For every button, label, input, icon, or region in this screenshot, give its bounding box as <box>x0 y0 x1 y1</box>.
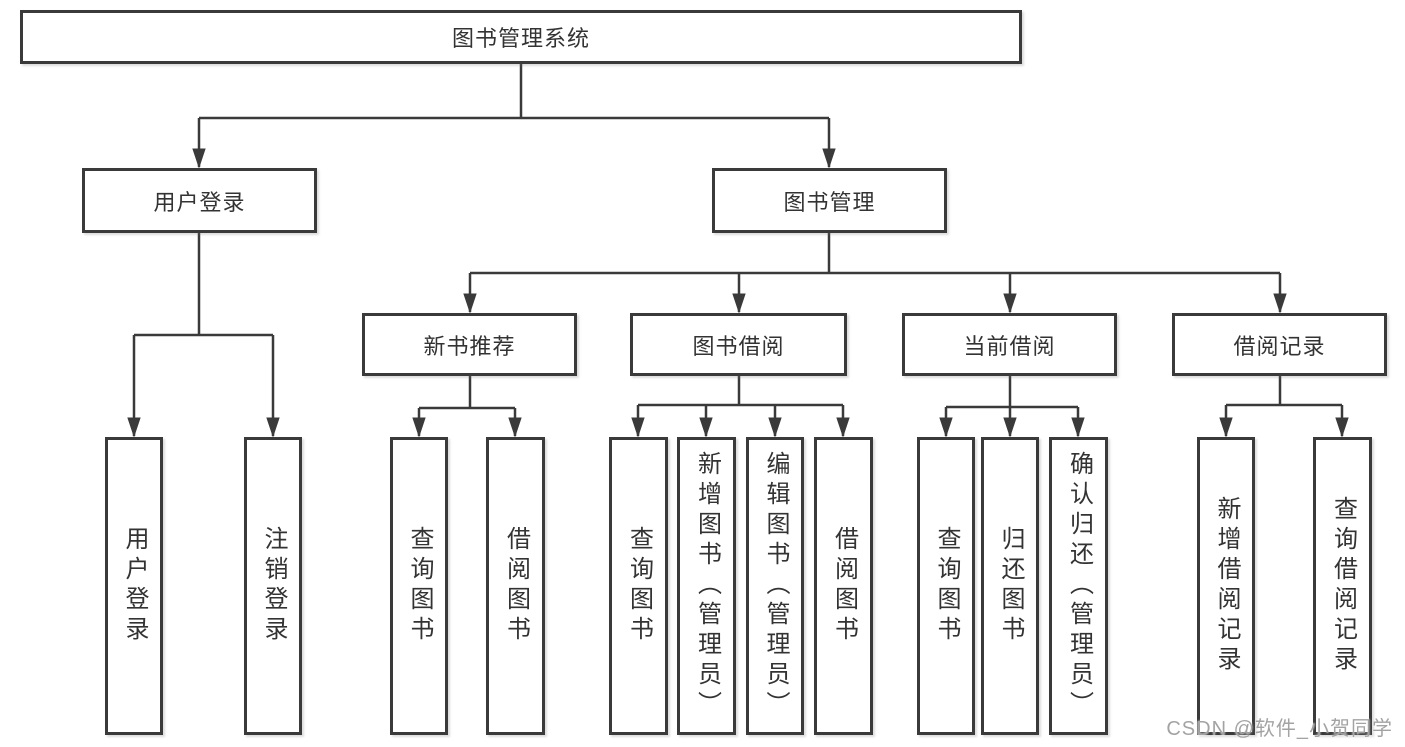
leaf-confirm-return-admin: 确认归还（管理员） <box>1049 437 1108 735</box>
node-label: 确认归还（管理员） <box>1065 451 1093 721</box>
leaf-user-login: 用户登录 <box>105 437 163 735</box>
leaf-add-borrow-record: 新增借阅记录 <box>1197 437 1255 735</box>
node-label: 用户登录 <box>153 189 246 215</box>
node-label: 用户登录 <box>121 526 148 646</box>
node-label: 新增图书（管理员） <box>693 451 721 721</box>
leaf-add-books-admin: 新增图书（管理员） <box>677 437 736 735</box>
node-book-management: 图书管理 <box>712 168 947 233</box>
leaf-query-borrow-record: 查询借阅记录 <box>1313 437 1372 735</box>
node-label: 图书借阅 <box>692 333 785 359</box>
node-label: 新书推荐 <box>423 333 516 359</box>
node-label: 查询借阅记录 <box>1329 496 1357 676</box>
leaf-return-books: 归还图书 <box>981 437 1039 735</box>
node-label: 新增借阅记录 <box>1213 496 1240 676</box>
leaf-query-books-borrow: 查询图书 <box>609 437 668 735</box>
node-book-borrowing: 图书借阅 <box>630 313 847 376</box>
node-label: 借阅图书 <box>502 526 530 646</box>
leaf-borrow-books-recommend: 借阅图书 <box>486 437 545 735</box>
node-label: 当前借阅 <box>963 333 1056 359</box>
node-label: 借阅图书 <box>830 526 858 646</box>
node-label: 借阅记录 <box>1233 333 1326 359</box>
node-label: 查询图书 <box>625 526 653 646</box>
leaf-query-books-current: 查询图书 <box>917 437 975 735</box>
node-label: 查询图书 <box>406 526 433 646</box>
node-library-management-system: 图书管理系统 <box>20 10 1022 64</box>
node-new-book-recommendation: 新书推荐 <box>362 313 577 376</box>
node-label: 图书管理系统 <box>451 26 590 51</box>
csdn-watermark: CSDN @软件_小贺同学 <box>1166 718 1393 740</box>
node-user-login: 用户登录 <box>82 168 317 233</box>
leaf-query-books-recommend: 查询图书 <box>390 437 448 735</box>
leaf-edit-books-admin: 编辑图书（管理员） <box>746 437 804 735</box>
node-label: 注销登录 <box>260 526 287 646</box>
node-label: 查询图书 <box>933 526 960 646</box>
node-current-borrowing: 当前借阅 <box>902 313 1117 376</box>
node-label: 归还图书 <box>997 526 1024 646</box>
node-label: 编辑图书（管理员） <box>762 451 789 721</box>
node-borrowing-records: 借阅记录 <box>1172 313 1387 376</box>
leaf-borrow-books: 借阅图书 <box>814 437 873 735</box>
leaf-logout: 注销登录 <box>244 437 302 735</box>
node-label: 图书管理 <box>783 189 876 215</box>
